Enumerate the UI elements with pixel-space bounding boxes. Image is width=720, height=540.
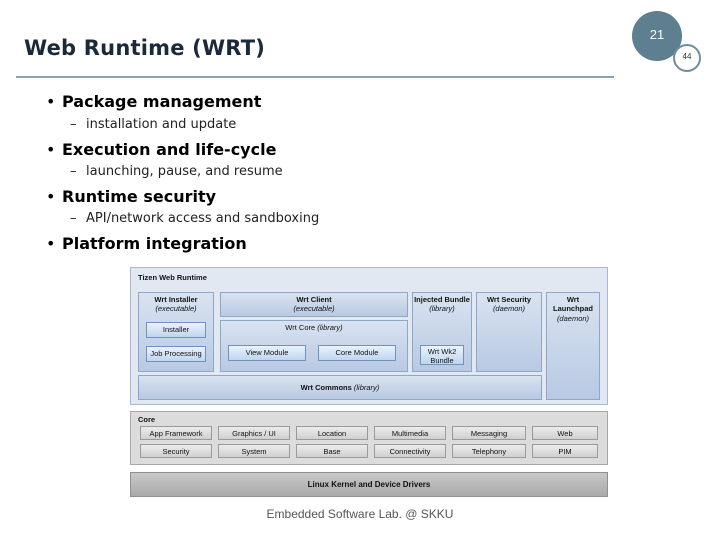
view-module: View Module [228, 345, 306, 361]
core-graphics-ui: Graphics / UI [218, 426, 290, 440]
wrt-client-block: Wrt Client(executable) [220, 292, 408, 317]
runtime-panel-title: Tizen Web Runtime [138, 273, 207, 282]
footer: Embedded Software Lab. @ SKKU [266, 507, 454, 521]
bullet-runtime-security: •Runtime security [46, 187, 217, 206]
wrt-launchpad-block: Wrt Launchpad(daemon) [546, 292, 600, 400]
wrt-commons-block: Wrt Commons (library) [138, 375, 542, 400]
core-system: System [218, 444, 290, 458]
title-divider [16, 76, 614, 78]
core-web: Web [532, 426, 598, 440]
wrt-wk2-bundle: Wrt Wk2 Bundle [420, 345, 464, 365]
core-location: Location [296, 426, 368, 440]
core-base: Base [296, 444, 368, 458]
secondary-number-badge [673, 44, 701, 72]
secondary-number: 44 [682, 52, 692, 61]
page-number: 21 [649, 27, 665, 42]
bullet-execution-lifecycle: •Execution and life-cycle [46, 140, 277, 159]
core-panel-title: Core [138, 415, 156, 424]
job-processing-module: Job Processing [146, 346, 206, 362]
bullet-platform-integration: •Platform integration [46, 234, 247, 253]
sub-bullet-installation: –installation and update [70, 117, 237, 132]
core-messaging: Messaging [452, 426, 526, 440]
slide-title: Web Runtime (WRT) [24, 36, 266, 60]
core-multimedia: Multimedia [374, 426, 446, 440]
wrt-security-block: Wrt Security(daemon) [476, 292, 542, 372]
core-pim: PIM [532, 444, 598, 458]
sub-bullet-api-access: –API/network access and sandboxing [70, 211, 320, 226]
core-connectivity: Connectivity [374, 444, 446, 458]
linux-kernel-layer: Linux Kernel and Device Drivers [130, 472, 608, 497]
bullet-package-management: •Package management [46, 92, 262, 111]
installer-module: Installer [146, 322, 206, 338]
core-security: Security [140, 444, 212, 458]
architecture-diagram: Tizen Web Runtime Wrt Installer(executab… [130, 267, 608, 499]
sub-bullet-launching: –launching, pause, and resume [70, 164, 283, 179]
core-module: Core Module [318, 345, 396, 361]
core-telephony: Telephony [452, 444, 526, 458]
core-app-framework: App Framework [140, 426, 212, 440]
